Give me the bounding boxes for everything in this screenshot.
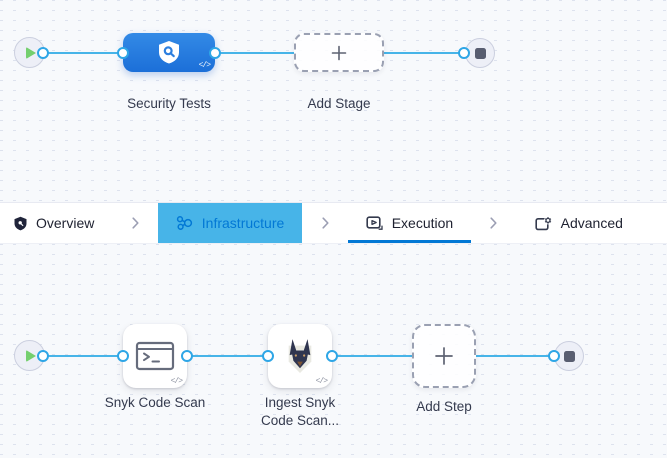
connector-line xyxy=(332,355,412,357)
tab-label: Execution xyxy=(391,215,454,231)
tab-infrastructure[interactable]: Infrastructure xyxy=(157,203,303,243)
step-node-snyk-code-scan[interactable]: </> xyxy=(123,324,187,388)
connector-line xyxy=(187,355,268,357)
stop-icon xyxy=(474,47,486,59)
connector-port[interactable] xyxy=(262,350,274,362)
stage-graph-canvas: </> Security Tests Add Stage xyxy=(0,0,667,202)
connector-line xyxy=(476,355,556,357)
connector-port[interactable] xyxy=(117,47,129,59)
play-box-icon xyxy=(366,215,383,230)
chevron-right-icon xyxy=(490,203,498,243)
plus-icon xyxy=(435,347,453,365)
connector-port[interactable] xyxy=(181,350,193,362)
gear-box-icon xyxy=(535,215,552,230)
connector-port[interactable] xyxy=(209,47,221,59)
play-icon xyxy=(26,349,36,362)
tab-execution[interactable]: Execution xyxy=(347,203,472,243)
connector-port[interactable] xyxy=(37,350,49,362)
add-step-button[interactable] xyxy=(412,324,476,388)
add-stage-button[interactable] xyxy=(294,33,384,72)
shield-icon xyxy=(14,216,27,230)
active-tab-underline xyxy=(347,240,472,243)
add-step-label: Add Step xyxy=(416,399,472,414)
code-badge: </> xyxy=(198,61,211,70)
connector-line xyxy=(215,52,294,54)
stage-label: Security Tests xyxy=(127,96,211,111)
snyk-dog-icon xyxy=(288,338,312,373)
connector-line xyxy=(43,52,123,54)
chevron-right-icon xyxy=(321,203,329,243)
step-node-ingest-snyk[interactable]: </> xyxy=(268,324,332,388)
plus-icon xyxy=(331,45,347,60)
terminal-icon xyxy=(135,341,175,371)
code-badge: </> xyxy=(170,377,183,386)
tab-label: Advanced xyxy=(560,215,623,231)
stage-tab-bar: Overview Infrastructure Execut xyxy=(0,202,667,244)
connector-port[interactable] xyxy=(326,350,338,362)
connector-port[interactable] xyxy=(458,47,470,59)
tab-overview[interactable]: Overview xyxy=(14,203,112,243)
connector-line xyxy=(384,52,460,54)
shield-search-icon xyxy=(159,41,179,64)
step-label: Snyk Code Scan xyxy=(104,395,206,410)
pipeline-end-node xyxy=(465,38,495,68)
chevron-right-icon xyxy=(131,203,139,243)
tab-advanced[interactable]: Advanced xyxy=(517,203,641,243)
connector-port[interactable] xyxy=(548,350,560,362)
code-badge: </> xyxy=(315,377,328,386)
play-icon xyxy=(26,46,36,59)
step-graph-canvas: </> Snyk Code Scan </> Ingest Snyk Code … xyxy=(0,244,667,458)
step-label: Ingest Snyk Code Scan... xyxy=(260,395,340,429)
tab-label: Overview xyxy=(36,215,95,231)
connector-port[interactable] xyxy=(37,47,49,59)
tab-label: Infrastructure xyxy=(201,215,285,231)
stop-icon xyxy=(563,350,575,362)
connector-port[interactable] xyxy=(117,350,129,362)
connector-line xyxy=(43,355,123,357)
add-stage-label: Add Stage xyxy=(307,96,371,111)
cluster-icon xyxy=(176,216,192,230)
stage-node-security-tests[interactable]: </> xyxy=(123,33,215,72)
step-flow-end-node xyxy=(554,341,584,371)
